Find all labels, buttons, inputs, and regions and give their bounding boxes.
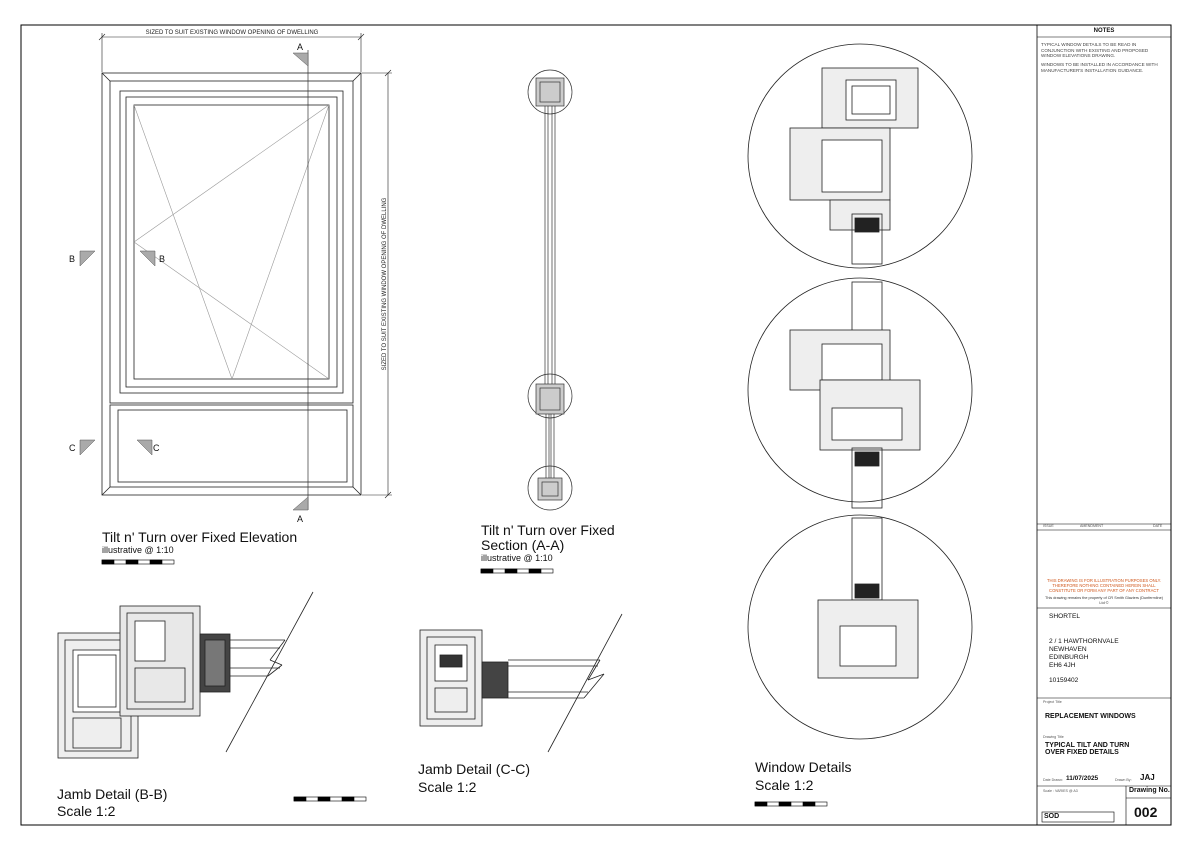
jamb-bb-scale: Scale 1:2 <box>57 803 116 819</box>
dimension-lines <box>98 33 392 499</box>
property-note: This drawing remains the property of CR … <box>1045 596 1163 605</box>
client-name: SHORTEL <box>1049 613 1081 620</box>
section-label-b-left: B <box>69 254 75 264</box>
revision-col-amendment: AMENDMENT <box>1080 524 1104 528</box>
project-title-label: Project Title <box>1043 700 1062 704</box>
scale-bars <box>101 559 828 807</box>
revision-col-date: DATE <box>1153 524 1163 528</box>
project-title: REPLACEMENT WINDOWS <box>1045 713 1136 720</box>
section-aa-title-line2: Section (A-A) <box>481 537 565 553</box>
drawing-title-line1: TYPICAL TILT AND TURN <box>1045 742 1130 749</box>
address-line-2: NEWHAVEN <box>1049 646 1087 653</box>
drawing-title-line2: OVER FIXED DETAILS <box>1045 749 1119 756</box>
sheet-border <box>20 24 1172 826</box>
disclaimer: THIS DRAWING IS FOR ILLUSTRATION PURPOSE… <box>1046 578 1162 593</box>
jamb-cc-drawing <box>419 613 623 753</box>
note-2: WINDOWS TO BE INSTALLED IN ACCORDANCE WI… <box>1041 62 1158 73</box>
section-label-a-bottom: A <box>297 514 303 524</box>
jamb-bb-title: Jamb Detail (B-B) <box>57 786 168 802</box>
address-line-3: EDINBURGH <box>1049 654 1089 661</box>
section-label-c-left: C <box>69 443 76 453</box>
section-label-b-right: B <box>159 254 165 264</box>
jamb-bb-drawing <box>57 591 314 759</box>
section-aa-scale: illustrative @ 1:10 <box>481 553 553 563</box>
section-label-c-right: C <box>153 443 160 453</box>
section-aa-drawing <box>527 69 573 511</box>
title-block-lines <box>1037 36 1171 825</box>
date-drawn: 11/07/2025 <box>1066 775 1099 782</box>
dimension-side-text: SIZED TO SUIT EXISTING WINDOW OPENING OF… <box>382 197 388 370</box>
window-details-scale: Scale 1:2 <box>755 777 814 793</box>
address-line-1: 2 / 1 HAWTHORNVALE <box>1049 638 1119 645</box>
section-markers <box>79 52 309 511</box>
elevation-title: Tilt n' Turn over Fixed Elevation <box>102 529 298 545</box>
drawn-by: JAJ <box>1140 773 1155 782</box>
section-aa-title-line1: Tilt n' Turn over Fixed <box>481 522 615 538</box>
window-details-title: Window Details <box>755 759 852 775</box>
status-code: SOD <box>1044 813 1060 820</box>
elevation-drawing <box>101 50 362 510</box>
section-label-a-top: A <box>297 42 303 52</box>
address-line-4: EH6 4JH <box>1049 662 1076 669</box>
elevation-scale: illustrative @ 1:10 <box>102 545 174 555</box>
drawing-number-label: Drawing No. <box>1129 787 1170 794</box>
window-details-drawing <box>747 43 973 740</box>
jamb-cc-scale: Scale 1:2 <box>418 779 477 795</box>
drawing-number: 002 <box>1134 804 1158 820</box>
drawn-by-label: Drawn By: <box>1115 778 1132 782</box>
reference-number: 10159402 <box>1049 677 1079 684</box>
jamb-cc-title: Jamb Detail (C-C) <box>418 761 531 777</box>
date-label: Date Drawn: <box>1043 778 1063 782</box>
note-1: TYPICAL WINDOW DETAILS TO BE READ IN CON… <box>1041 42 1149 59</box>
drawing-title-label: Drawing Title <box>1043 735 1064 739</box>
scale-label: Scale : VARIES @ A3 <box>1043 789 1078 793</box>
notes-header: NOTES <box>1093 28 1115 34</box>
dimension-top-text: SIZED TO SUIT EXISTING WINDOW OPENING OF… <box>146 30 319 36</box>
revision-col-issue: ISSUE <box>1043 524 1054 528</box>
